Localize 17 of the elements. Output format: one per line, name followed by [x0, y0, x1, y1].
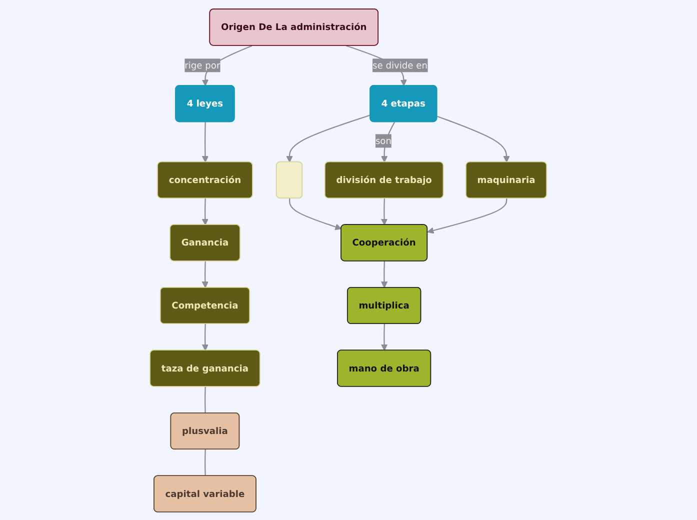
arrow [202, 324, 209, 350]
arrow [381, 121, 396, 162]
connector [204, 449, 206, 476]
edge-label: son [376, 135, 392, 146]
edge-label: se divide en [372, 60, 428, 70]
arrow [289, 198, 342, 230]
arrow [427, 198, 508, 234]
edge-label: rige por [184, 60, 220, 70]
arrow [202, 260, 209, 288]
arrow [381, 324, 388, 350]
connector [204, 386, 206, 413]
arrow [286, 114, 371, 162]
arrow [437, 115, 510, 162]
arrow [202, 122, 209, 162]
arrow [202, 198, 209, 225]
arrow [381, 198, 388, 225]
arrow [381, 260, 388, 288]
